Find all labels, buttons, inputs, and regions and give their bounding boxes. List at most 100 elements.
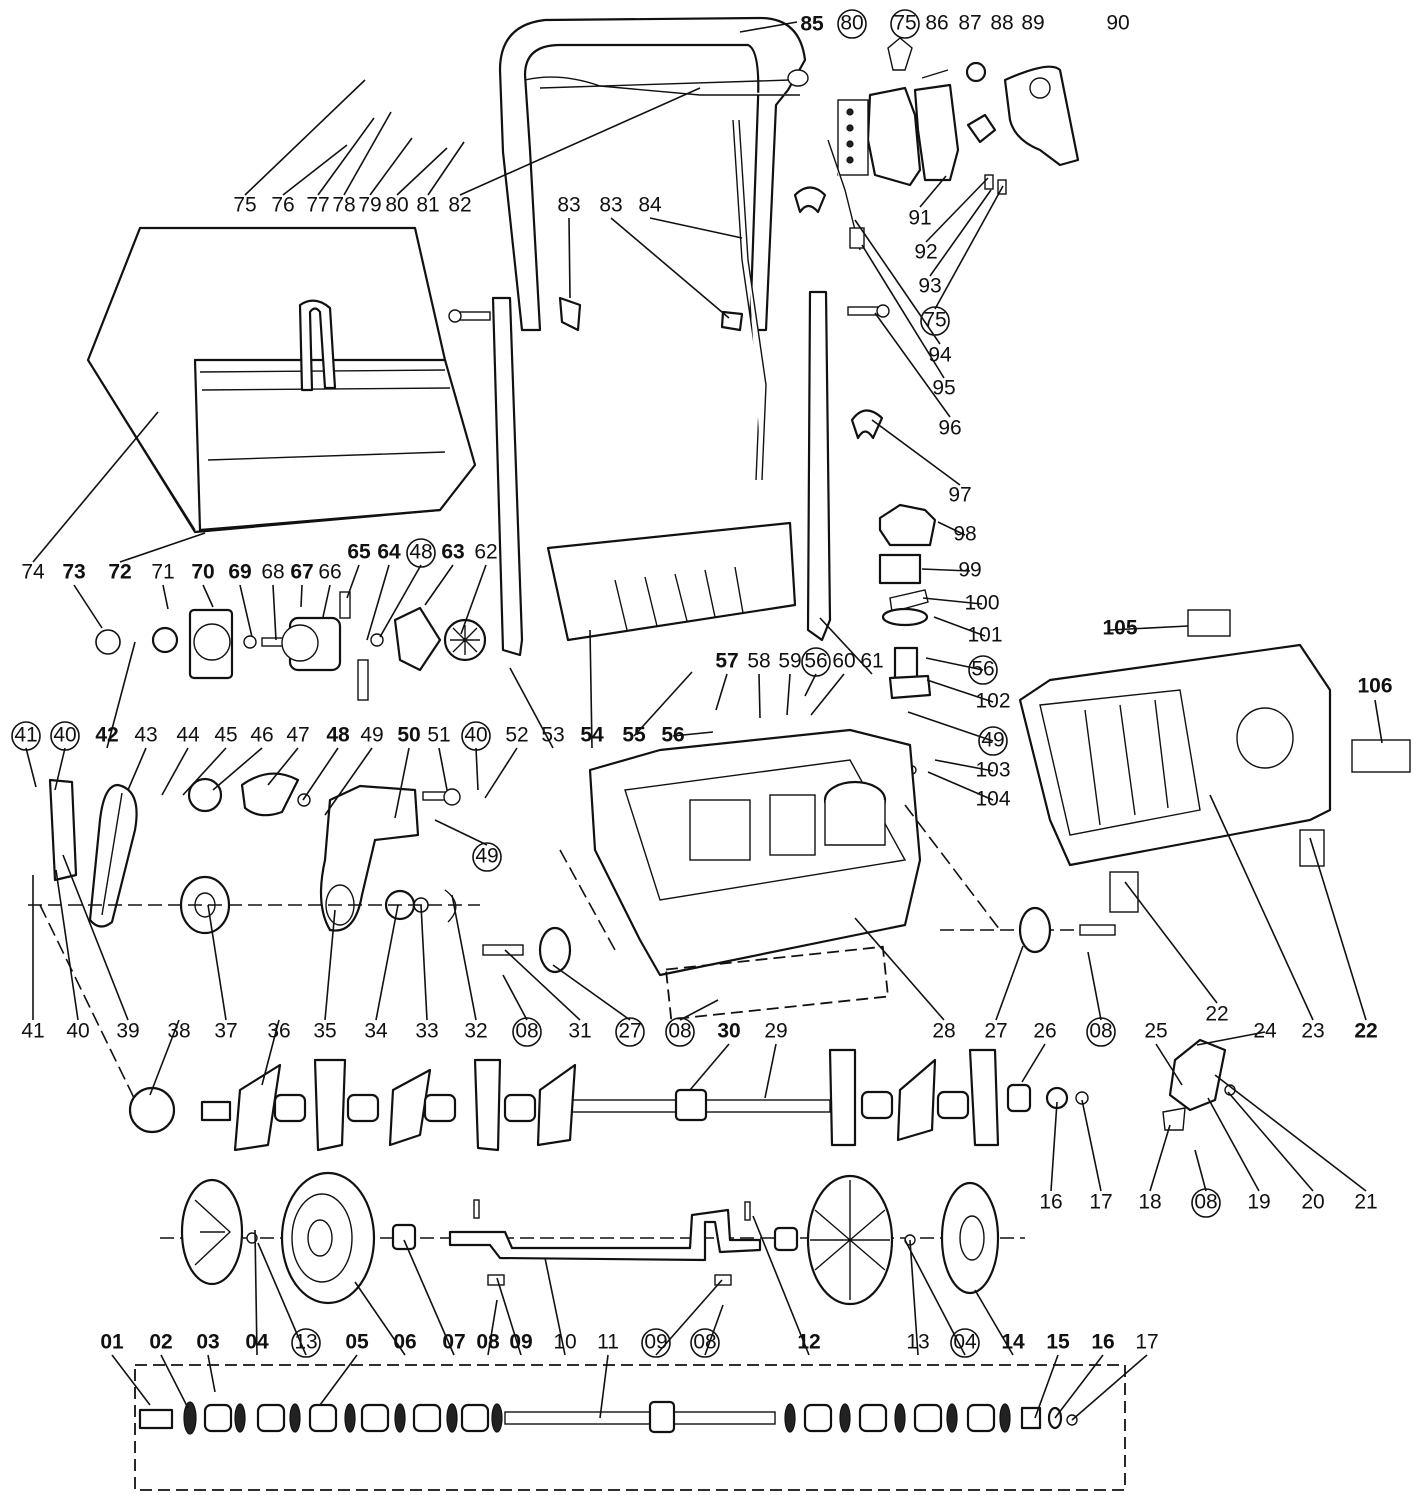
handle-cable: [732, 119, 767, 481]
part-label: 41: [21, 1020, 44, 1043]
leader-line: [496, 1277, 522, 1356]
leader-lines: [25, 21, 1383, 1421]
leader-line: [874, 312, 951, 418]
part-label: 08: [1194, 1191, 1217, 1214]
leader-line: [758, 673, 761, 719]
scarifier-roller: [138, 1400, 1078, 1435]
leader-line: [54, 747, 66, 791]
leader-line: [254, 1229, 258, 1356]
part-label: 32: [464, 1020, 487, 1043]
part-label: 01: [100, 1331, 124, 1354]
leader-line: [434, 819, 488, 846]
lower-housing: [588, 728, 922, 977]
part-label: 17: [1089, 1191, 1112, 1214]
part-label: 18: [1138, 1191, 1161, 1214]
part-label: 10: [553, 1331, 576, 1354]
label-circle: [11, 721, 41, 751]
part-label: 40: [53, 724, 76, 747]
part-label: 103: [975, 759, 1010, 782]
leader-line: [1071, 1354, 1148, 1421]
leader-line: [207, 1354, 216, 1393]
leader-line: [810, 673, 845, 716]
motor-assembly: [95, 591, 487, 701]
leader-line: [73, 584, 103, 629]
leader-line: [475, 747, 479, 791]
leader-line: [1021, 1043, 1046, 1083]
part-label: 04: [953, 1331, 977, 1354]
leader-line: [202, 584, 214, 608]
part-label: 47: [286, 724, 309, 747]
part-label: 56: [804, 650, 827, 673]
part-label: 88: [990, 12, 1013, 35]
part-label: 41: [14, 724, 37, 747]
leader-line: [804, 673, 817, 697]
part-label: 72: [108, 561, 131, 584]
part-label: 13: [906, 1331, 929, 1354]
leader-line: [689, 1043, 730, 1091]
leader-line: [934, 185, 1004, 310]
part-label: 54: [580, 724, 604, 747]
part-label: 35: [313, 1020, 336, 1043]
leader-line: [715, 673, 728, 711]
part-label: 09: [509, 1331, 532, 1354]
part-label: 77: [306, 194, 329, 217]
part-label: 31: [568, 1020, 591, 1043]
part-label: 14: [1001, 1331, 1025, 1354]
part-label: 48: [326, 724, 350, 747]
part-label: 13: [294, 1331, 317, 1354]
leader-line: [655, 1279, 723, 1356]
wing-nuts: [558, 296, 744, 332]
cover: [1018, 609, 1411, 913]
label-circle: [512, 1017, 542, 1047]
blade-shaft: [128, 906, 1116, 1152]
part-label: 33: [415, 1020, 438, 1043]
leader-line: [484, 747, 518, 799]
leader-line: [921, 568, 971, 572]
part-label: 97: [948, 484, 971, 507]
part-label: 89: [1021, 12, 1044, 35]
part-label: 27: [984, 1020, 1007, 1043]
label-circle: [615, 1017, 645, 1047]
leader-line: [212, 747, 263, 791]
part-label: 08: [693, 1331, 716, 1354]
leader-line: [933, 616, 986, 637]
part-label: 16: [1039, 1191, 1062, 1214]
part-label: 75: [233, 194, 256, 217]
part-label: 46: [250, 724, 273, 747]
leader-line: [974, 1289, 1014, 1356]
leader-line: [1050, 1101, 1058, 1192]
part-label: 71: [151, 561, 174, 584]
part-label: 40: [66, 1020, 89, 1043]
leader-line: [819, 617, 873, 675]
part-label: 65: [347, 541, 371, 564]
part-label: 101: [967, 624, 1002, 647]
leader-line: [672, 731, 714, 737]
part-label: 56: [971, 658, 994, 681]
part-label: 95: [932, 377, 955, 400]
leader-line: [861, 244, 945, 379]
leader-line: [633, 671, 693, 737]
leader-line: [106, 641, 136, 749]
leader-line: [995, 945, 1024, 1021]
part-label: 39: [116, 1020, 139, 1043]
label-circle: [837, 9, 867, 39]
leader-line: [119, 532, 206, 563]
part-label: 68: [261, 561, 284, 584]
part-label: 36: [267, 1020, 290, 1043]
part-label: 49: [981, 729, 1004, 752]
part-label: 59: [778, 650, 801, 673]
leader-line: [1109, 625, 1189, 631]
part-label: 22: [1354, 1020, 1377, 1043]
leader-line: [369, 137, 413, 196]
part-label: 91: [908, 207, 931, 230]
part-label: 16: [1091, 1331, 1114, 1354]
part-label: 07: [442, 1331, 465, 1354]
part-label: 49: [360, 724, 383, 747]
label-circle: [968, 655, 998, 685]
label-circle: [291, 1328, 321, 1358]
upper-handle: [498, 16, 809, 332]
part-label: 38: [167, 1020, 190, 1043]
part-label: 25: [1144, 1020, 1167, 1043]
leader-line: [1054, 1354, 1104, 1419]
leader-line: [25, 747, 37, 788]
